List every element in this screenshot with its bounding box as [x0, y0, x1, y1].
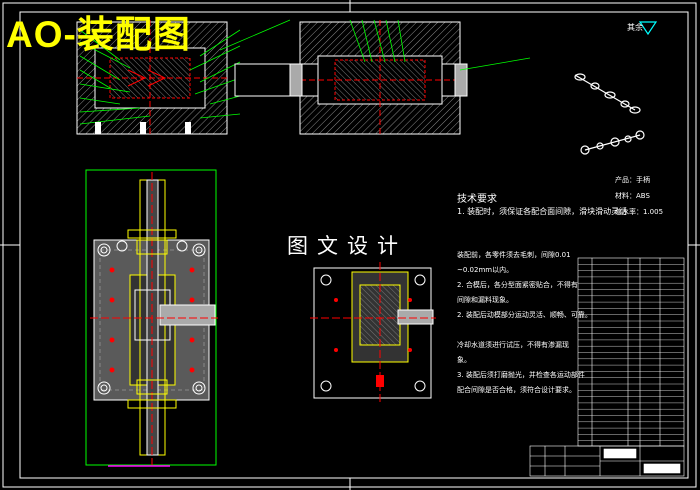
section-view-right — [234, 19, 531, 136]
part-isometric-views — [574, 21, 658, 155]
plan-view-main — [85, 169, 218, 467]
requirement-line: 象。 — [457, 356, 471, 364]
plan-view-secondary — [310, 262, 436, 402]
parts-list-rows — [578, 264, 684, 441]
drawing-title: AO-装配图 — [6, 14, 191, 55]
requirement-line: ~0.02mm以内。 — [457, 266, 514, 274]
tech-requirements-block: 装配前，各零件须去毛刺，间隙0.01 ~0.02mm以内。 2. 合模后，各分型… — [457, 248, 592, 398]
requirement-line: 冷却水道须进行试压，不得有渗漏现 — [457, 341, 569, 349]
tech-requirements-heading: 技术要求 — [457, 194, 497, 205]
product-name: 产品：手柄 — [615, 176, 650, 184]
product-info: 产品：手柄 材料：ABS 缩水率：1.005 — [615, 172, 663, 220]
parts-list-table — [577, 257, 685, 447]
requirement-line: 3. 装配后须打磨抛光，并检查各运动部件 — [457, 371, 585, 379]
roughness-note: 其余 — [627, 23, 643, 32]
requirement-line: 装配前，各零件须去毛刺，间隙0.01 — [457, 251, 571, 259]
requirement-line: 间隙和漏料现象。 — [457, 296, 513, 304]
product-material: 材料：ABS — [615, 192, 650, 200]
requirement-line: 2. 合模后，各分型面紧密贴合，不得有 — [457, 281, 578, 289]
title-block — [529, 445, 685, 477]
section-view-left — [76, 19, 291, 136]
tech-requirement-item-1: 1. 装配时，须保证各配合面间隙，滑块滑动灵活 — [457, 207, 628, 216]
requirement-line — [457, 323, 592, 338]
product-shrinkage: 缩水率：1.005 — [615, 208, 664, 216]
requirement-line: 配合间隙是否合格，须符合设计要求。 — [457, 386, 576, 394]
watermark-text: 图文设计 — [287, 234, 407, 258]
requirement-line: 2. 装配后动模部分运动灵活、顺畅、可靠。 — [457, 311, 592, 319]
